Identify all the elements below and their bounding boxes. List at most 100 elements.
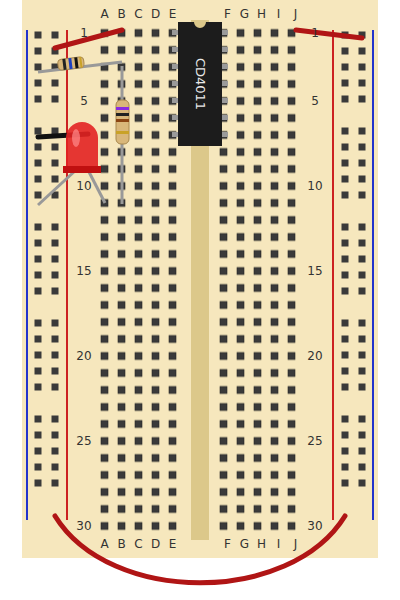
rail-hole xyxy=(35,96,42,103)
board xyxy=(22,0,378,558)
rail-hole xyxy=(35,480,42,487)
rail-hole xyxy=(342,336,349,343)
chip-pin xyxy=(172,30,178,35)
column-letter: H xyxy=(257,538,266,550)
rail-hole xyxy=(52,480,59,487)
row-number: 20 xyxy=(76,350,91,362)
row-number: 30 xyxy=(76,520,91,532)
rail-hole xyxy=(359,192,366,199)
column-letter: B xyxy=(117,8,125,20)
chip-pin xyxy=(172,47,178,52)
chip-pin xyxy=(222,47,228,52)
column-letter: B xyxy=(117,538,125,550)
column-letter: C xyxy=(134,8,142,20)
rail-line-red xyxy=(332,30,334,520)
rail-hole xyxy=(359,80,366,87)
column-letter: D xyxy=(151,538,160,550)
rail-hole xyxy=(342,160,349,167)
rail-hole xyxy=(359,384,366,391)
rail-holes xyxy=(35,32,366,487)
chip-pin xyxy=(172,115,178,120)
red-wire xyxy=(296,30,362,38)
holes-right xyxy=(219,25,304,535)
rail-hole xyxy=(359,160,366,167)
column-letter: J xyxy=(294,8,298,20)
chip-pin xyxy=(172,132,178,137)
column-letter: A xyxy=(100,8,108,20)
row-number: 15 xyxy=(307,265,322,277)
rail-hole xyxy=(359,288,366,295)
rail-hole xyxy=(359,416,366,423)
rail-hole xyxy=(52,224,59,231)
rail-hole xyxy=(342,384,349,391)
red-wire xyxy=(55,516,345,583)
rail-hole xyxy=(35,32,42,39)
chip-pin xyxy=(222,115,228,120)
rail-hole xyxy=(359,448,366,455)
rail-hole xyxy=(52,368,59,375)
column-letter: D xyxy=(151,8,160,20)
chip-pin xyxy=(222,132,228,137)
column-letter: G xyxy=(240,538,249,550)
rail-hole xyxy=(52,272,59,279)
rail-hole xyxy=(52,352,59,359)
rail-hole xyxy=(35,464,42,471)
rail-hole xyxy=(359,256,366,263)
rail-hole xyxy=(359,368,366,375)
column-letter: G xyxy=(240,8,249,20)
rail-hole xyxy=(359,480,366,487)
rail-hole xyxy=(342,80,349,87)
rail-hole xyxy=(342,48,349,55)
rail-hole xyxy=(52,384,59,391)
rail-hole xyxy=(52,432,59,439)
rail-hole xyxy=(52,336,59,343)
rail-hole xyxy=(35,288,42,295)
rail-hole xyxy=(52,144,59,151)
column-letter: F xyxy=(224,538,231,550)
rail-hole xyxy=(52,416,59,423)
chip-pin xyxy=(172,98,178,103)
rail-hole xyxy=(359,432,366,439)
rail-hole xyxy=(52,80,59,87)
rail-hole xyxy=(35,448,42,455)
rail-hole xyxy=(35,176,42,183)
rail-hole xyxy=(342,272,349,279)
column-letter: F xyxy=(224,8,231,20)
rail-hole xyxy=(342,320,349,327)
column-letter: H xyxy=(257,8,266,20)
chip-label: CD4011 xyxy=(194,58,207,110)
rail-hole xyxy=(342,432,349,439)
column-letter: E xyxy=(169,8,177,20)
chip-pin xyxy=(222,64,228,69)
rail-hole xyxy=(52,320,59,327)
rail-hole xyxy=(342,64,349,71)
column-letter: I xyxy=(277,538,281,550)
rail-hole xyxy=(52,176,59,183)
rail-hole xyxy=(342,464,349,471)
rail-hole xyxy=(342,448,349,455)
rail-hole xyxy=(52,448,59,455)
column-letter: A xyxy=(100,538,108,550)
row-number: 25 xyxy=(76,435,91,447)
row-number: 30 xyxy=(307,520,322,532)
rail-hole xyxy=(359,272,366,279)
rail-hole xyxy=(52,288,59,295)
rail-hole xyxy=(342,416,349,423)
rail-hole xyxy=(342,96,349,103)
rail-hole xyxy=(35,48,42,55)
rail-hole xyxy=(342,224,349,231)
chip-pin xyxy=(172,64,178,69)
rail-line-red xyxy=(66,30,68,520)
rail-hole xyxy=(35,80,42,87)
rail-hole xyxy=(342,352,349,359)
rail-hole xyxy=(35,240,42,247)
resistor-symbol xyxy=(38,56,122,72)
rail-line-blue xyxy=(372,30,374,520)
rail-hole xyxy=(35,336,42,343)
chip-pin xyxy=(222,98,228,103)
rail-hole xyxy=(35,224,42,231)
rail-hole xyxy=(35,432,42,439)
rail-hole xyxy=(35,384,42,391)
rail-hole xyxy=(359,96,366,103)
rail-hole xyxy=(35,272,42,279)
